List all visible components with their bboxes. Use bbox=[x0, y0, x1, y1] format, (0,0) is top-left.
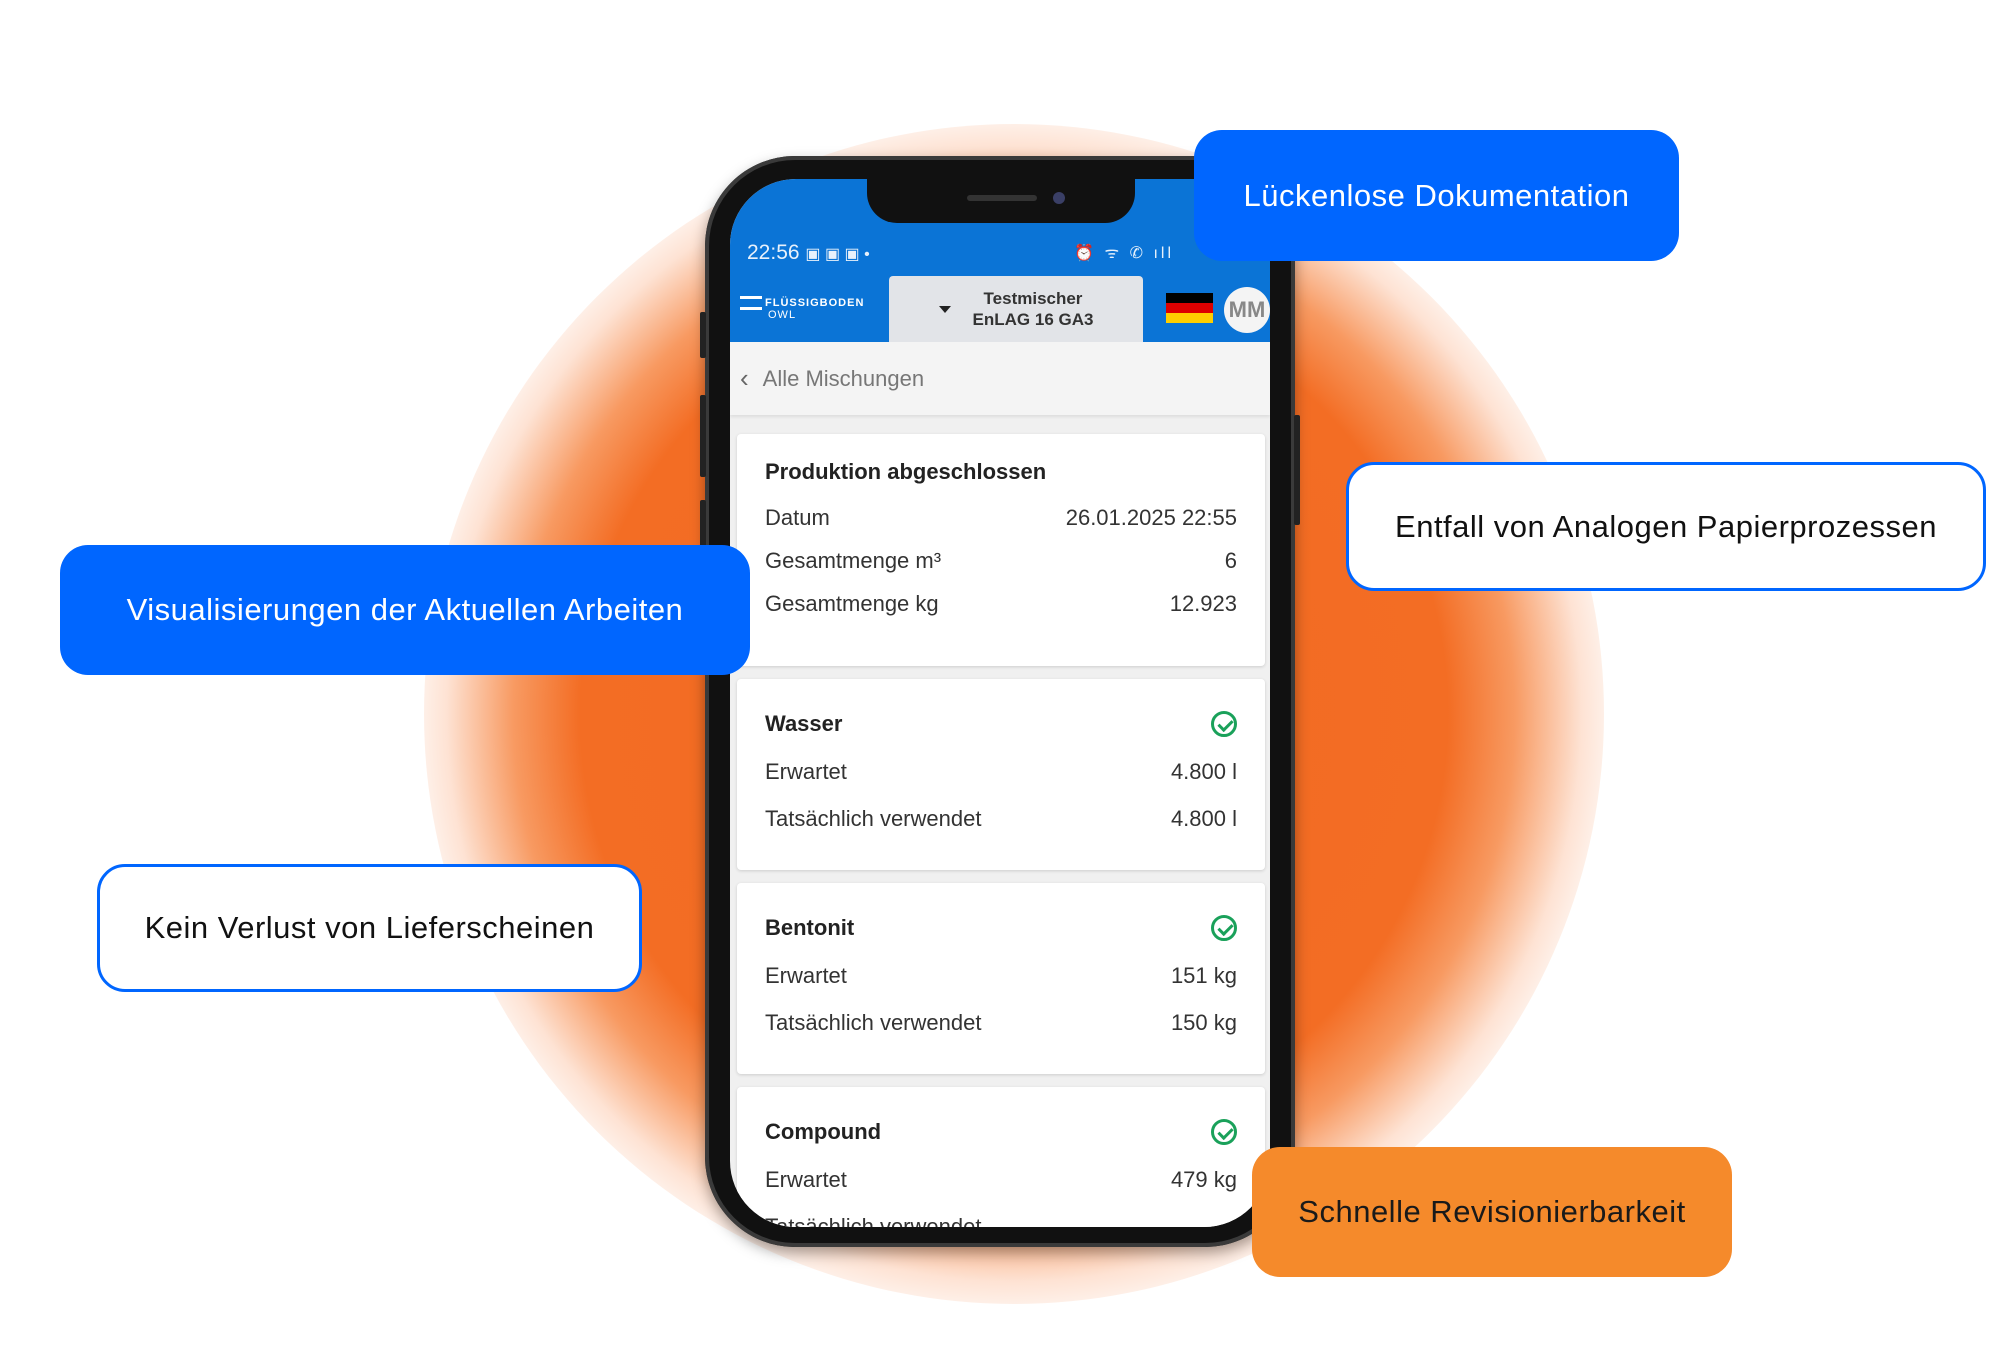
status-bar-left: 22:56 ▣ ▣ ▣ • bbox=[747, 241, 870, 265]
card-title: Produktion abgeschlossen bbox=[765, 459, 1047, 484]
caret-down-icon bbox=[938, 305, 951, 313]
row-value: 26.01.2025 22:55 bbox=[1065, 505, 1237, 530]
card-title: Compound bbox=[765, 1119, 882, 1144]
company-logo: FLÜSSIGBODEN OWL bbox=[740, 296, 864, 321]
phone-volume-up bbox=[700, 395, 706, 477]
card-title: Wasser bbox=[765, 711, 843, 736]
row-label: Erwartet bbox=[765, 759, 847, 784]
row-label: Gesamtmenge m³ bbox=[765, 548, 942, 573]
row-label: Tatsächlich verwendet bbox=[765, 806, 982, 831]
notification-icons: ▣ ▣ ▣ • bbox=[805, 246, 870, 263]
back-to-all-mixes-link[interactable]: ‹ Alle Mischungen bbox=[730, 342, 1270, 415]
row-value: 4.800 l bbox=[1170, 759, 1237, 784]
card-title: Bentonit bbox=[765, 915, 855, 940]
callout-paperless: Entfall von Analogen Papierprozessen bbox=[1346, 462, 1986, 591]
row-value: 4.800 l bbox=[1170, 806, 1237, 831]
phone-volume-down bbox=[700, 500, 706, 582]
row-label: Erwartet bbox=[765, 1167, 847, 1192]
material-card-compound: Compound Erwartet 479 kg Tatsächlich verw… bbox=[737, 1087, 1265, 1227]
phone-notch bbox=[867, 179, 1135, 223]
logo-text: FLÜSSIGBODEN bbox=[765, 296, 865, 309]
logo-wave-icon bbox=[740, 296, 762, 310]
row-label: Gesamtmenge kg bbox=[765, 591, 939, 616]
app-header: 22:56 ▣ ▣ ▣ • ⏰ ᯤ ✆ ıll FLÜSSIGBODEN OWL… bbox=[730, 179, 1270, 342]
check-circle-icon bbox=[1211, 711, 1237, 737]
phone-screen: 22:56 ▣ ▣ ▣ • ⏰ ᯤ ✆ ıll FLÜSSIGBODEN OWL… bbox=[730, 179, 1270, 1227]
back-label: Alle Mischungen bbox=[762, 365, 925, 391]
callout-delivery-notes: Kein Verlust von Lieferscheinen bbox=[97, 864, 642, 992]
callout-revision: Schnelle Revisionierbarkeit bbox=[1252, 1147, 1732, 1277]
mixer-name: Testmischer bbox=[983, 289, 1083, 308]
check-circle-icon bbox=[1211, 1119, 1237, 1145]
row-value: 6 bbox=[1224, 548, 1237, 573]
status-icons-right: ⏰ ᯤ ✆ ıll bbox=[1074, 245, 1174, 262]
row-label: Tatsächlich verwendet bbox=[765, 1214, 982, 1227]
production-summary-card: Produktion abgeschlossen Datum 26.01.2025… bbox=[737, 434, 1265, 666]
camera-icon bbox=[1053, 192, 1065, 204]
user-avatar[interactable]: MM bbox=[1224, 287, 1270, 333]
row-label: Datum bbox=[765, 505, 830, 530]
phone-power-button bbox=[1294, 415, 1300, 525]
status-time: 22:56 bbox=[747, 241, 800, 264]
row-label: Erwartet bbox=[765, 963, 847, 988]
mixer-id: EnLAG 16 GA3 bbox=[972, 310, 1094, 329]
logo-subtext: OWL bbox=[768, 309, 797, 321]
material-card-wasser: Wasser Erwartet 4.800 l Tatsächlich verwe… bbox=[737, 679, 1265, 870]
material-card-bentonit: Bentonit Erwartet 151 kg Tatsächlich verw… bbox=[737, 883, 1265, 1074]
row-value: 12.923 bbox=[1169, 591, 1237, 616]
callout-documentation: Lückenlose Dokumentation bbox=[1194, 130, 1679, 261]
callout-visualization: Visualisierungen der Aktuellen Arbeiten bbox=[60, 545, 750, 675]
phone-side-button bbox=[700, 312, 706, 358]
row-label: Tatsächlich verwendet bbox=[765, 1010, 982, 1035]
check-circle-icon bbox=[1211, 915, 1237, 941]
german-flag-language-icon[interactable] bbox=[1166, 293, 1213, 323]
row-value: 479 kg bbox=[1170, 1167, 1237, 1192]
chevron-left-icon: ‹ bbox=[740, 363, 749, 393]
row-value: 150 kg bbox=[1170, 1010, 1237, 1035]
row-value: 151 kg bbox=[1170, 963, 1237, 988]
